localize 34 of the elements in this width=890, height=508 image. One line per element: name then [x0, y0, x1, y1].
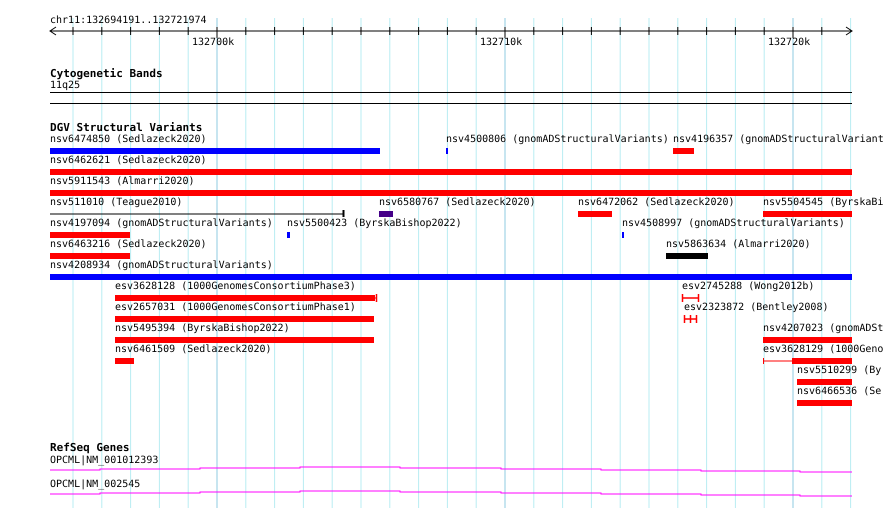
variant-label: nsv4508997 (gnomADStructuralVariants)	[622, 218, 845, 229]
variant-label: esv3628129 (1000Geno	[763, 344, 884, 355]
variant-label: nsv5500423 (ByrskaBishop2022)	[287, 218, 462, 229]
scale-tick-label: 132700k	[192, 37, 234, 48]
variant-label: nsv4500806 (gnomADStructuralVariants)	[446, 134, 669, 145]
variant-label: esv2745288 (Wong2012b)	[682, 281, 814, 292]
gene-label: OPCML|NM_001012393	[50, 455, 158, 466]
variant-label: nsv4207023 (gnomADSt	[763, 323, 884, 334]
variant-label: nsv5863634 (Almarri2020)	[666, 239, 810, 250]
variant-label: nsv6463216 (Sedlazeck2020)	[50, 239, 207, 250]
variant-label: nsv4208934 (gnomADStructuralVariants)	[50, 260, 273, 271]
variant-label: nsv5504545 (ByrskaBi	[763, 197, 884, 208]
variant-label: nsv6472062 (Sedlazeck2020)	[578, 197, 735, 208]
variant-label: nsv4197094 (gnomADStructuralVariants)	[50, 218, 273, 229]
track-heading: DGV Structural Variants	[50, 122, 202, 134]
variant-label: nsv6462621 (Sedlazeck2020)	[50, 155, 207, 166]
variant-label: esv2657031 (1000GenomesConsortiumPhase1)	[115, 302, 356, 313]
variant-label: esv2323872 (Bentley2008)	[684, 302, 828, 313]
variant-label: nsv5510299 (By	[797, 365, 882, 376]
variant-label: nsv6580767 (Sedlazeck2020)	[379, 197, 536, 208]
variant-label: nsv6466536 (Se	[797, 386, 882, 397]
variant-label: esv3628128 (1000GenomesConsortiumPhase3)	[115, 281, 356, 292]
variant-label: nsv4196357 (gnomADStructuralVariant	[673, 134, 884, 145]
gene-label: OPCML|NM_002545	[50, 479, 140, 490]
variant-label: nsv5911543 (Almarri2020)	[50, 176, 194, 187]
variant-label: nsv5495394 (ByrskaBishop2022)	[115, 323, 290, 334]
scale-tick-label: 132710k	[480, 37, 522, 48]
scale-tick-label: 132720k	[768, 37, 810, 48]
band-label: 11q25	[50, 80, 80, 91]
variant-label: nsv511010 (Teague2010)	[50, 197, 182, 208]
variant-label: nsv6461509 (Sedlazeck2020)	[115, 344, 272, 355]
ruler-range-label: chr11:132694191..132721974	[50, 15, 207, 26]
track-heading: RefSeq Genes	[50, 442, 130, 454]
variant-label: nsv6474850 (Sedlazeck2020)	[50, 134, 207, 145]
